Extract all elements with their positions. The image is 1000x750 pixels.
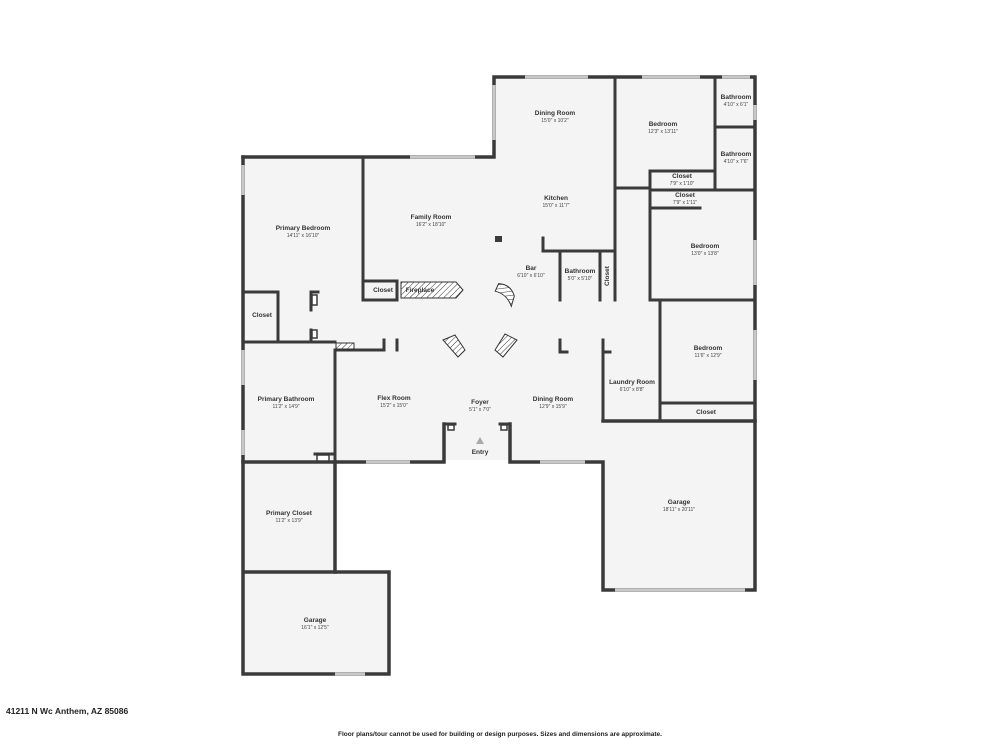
room-name: Bathroom <box>721 151 752 158</box>
room-dims: 12'9" x 15'9" <box>539 404 567 410</box>
entry-label: Entry <box>472 449 489 456</box>
room-dims: 11'6" x 12'9" <box>694 353 721 359</box>
room-dims: 6'10" x 6'10" <box>517 273 545 279</box>
room-name: Bathroom <box>721 94 752 101</box>
windows <box>241 75 757 676</box>
room-dims: 4'10" x 6'1" <box>724 102 749 108</box>
room-labels: Dining Room 15'0" x 10'2" Bedroom 12'3" … <box>252 94 752 631</box>
room-name: Primary Closet <box>266 510 313 517</box>
room-dims: 7'9" x 1'11" <box>673 200 697 206</box>
disclaimer-text: Floor plans/tour cannot be used for buil… <box>338 731 662 738</box>
closet-label: Closet <box>252 312 273 319</box>
room-dims: 13'0" x 13'8" <box>691 251 719 257</box>
room-name: Closet <box>675 192 696 199</box>
room-dims: 11'2" x 14'9" <box>272 404 299 410</box>
room-dims: 16'2" x 18'10" <box>416 222 446 228</box>
room-name: Kitchen <box>544 195 568 202</box>
room-dims: 11'2" x 13'9" <box>275 518 302 524</box>
bar-counter-left <box>442 334 466 358</box>
room-name: Bedroom <box>691 243 720 250</box>
bar-counter-right <box>494 333 518 358</box>
room-name: Foyer <box>471 399 489 406</box>
room-name: Dining Room <box>533 396 574 403</box>
fireplace-label: Fireplace <box>406 287 435 294</box>
room-dims: 14'11" x 16'10" <box>287 233 320 239</box>
room-dims: 18'11" x 20'11" <box>663 507 695 513</box>
room-name: Bar <box>526 265 537 272</box>
room-dims: 5'0" x 5'10" <box>568 276 593 282</box>
room-name: Family Room <box>411 214 452 221</box>
floor-areas <box>243 77 755 674</box>
room-dims: 5'1" x 7'0" <box>469 407 491 413</box>
room-name: Garage <box>668 499 691 506</box>
room-dims: 7'9" x 1'10" <box>670 181 695 187</box>
room-name: Garage <box>304 617 327 624</box>
room-name: Dining Room <box>535 110 576 117</box>
interior-walls <box>241 75 757 464</box>
entry-arrow-icon <box>476 437 484 444</box>
bar-counter-upper <box>494 283 515 308</box>
room-name: Bedroom <box>694 345 723 352</box>
room-name: Bedroom <box>649 121 678 128</box>
room-name: Primary Bathroom <box>258 396 315 403</box>
room-dims: 15'2" x 15'0" <box>380 403 408 409</box>
room-name: Laundry Room <box>609 379 655 386</box>
room-name: Flex Room <box>377 395 410 402</box>
closet-label: Closet <box>604 265 611 286</box>
room-dims: 16'1" x 12'5" <box>301 625 329 631</box>
room-dims: 15'0" x 11'7" <box>542 203 569 209</box>
fireplace-hearth <box>400 281 464 299</box>
room-dims: 4'10" x 7'6" <box>724 159 749 165</box>
room-name: Bathroom <box>565 268 596 275</box>
room-name: Primary Bedroom <box>276 225 331 232</box>
closet-label: Closet <box>373 287 394 294</box>
room-dims: 6'10" x 8'8" <box>620 387 645 393</box>
room-dims: 15'0" x 10'2" <box>541 118 569 124</box>
room-name: Closet <box>672 173 693 180</box>
room-dims: 12'3" x 13'11" <box>648 129 678 135</box>
closet-label: Closet <box>696 409 717 416</box>
fixtures <box>311 236 518 462</box>
property-address: 41211 N Wc Anthem, AZ 85086 <box>6 706 129 716</box>
